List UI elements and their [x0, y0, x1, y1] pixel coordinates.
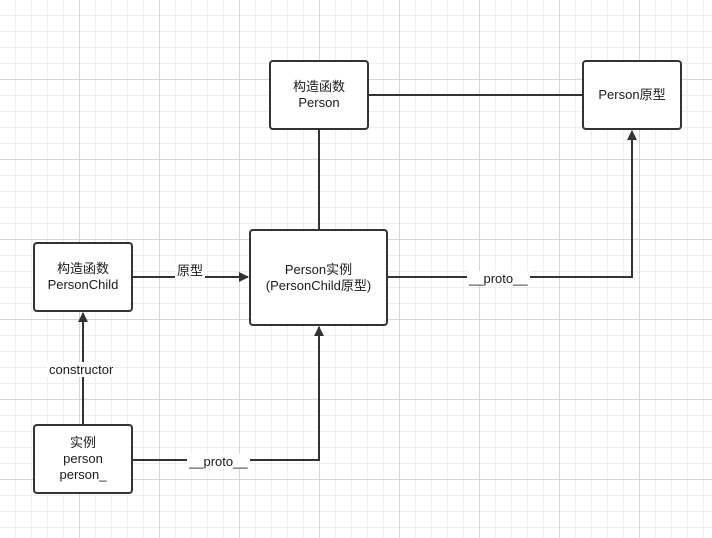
- node-instance-line3: person_: [59, 467, 107, 482]
- node-person-instance-line1: Person实例: [284, 261, 353, 277]
- node-constructor-person-line1: 构造函数: [292, 79, 345, 94]
- node-person-prototype-line1: Person原型: [598, 87, 666, 102]
- edge-label-proto-upper: __proto__: [467, 271, 530, 286]
- node-person-instance[interactable]: Person实例 (PersonChild原型): [249, 229, 388, 326]
- node-person-prototype[interactable]: Person原型: [582, 60, 682, 130]
- node-constructor-personchild-line1: 构造函数: [56, 261, 109, 276]
- edge-label-proto-lower: __proto__: [187, 454, 250, 469]
- node-constructor-personchild[interactable]: 构造函数 PersonChild: [33, 242, 133, 312]
- node-instance-line1: 实例: [69, 435, 96, 450]
- edge-person-to-instance: [133, 326, 324, 461]
- node-instance-line2: person: [63, 451, 103, 466]
- edge-instance-to-prototype: [388, 130, 637, 278]
- node-instance[interactable]: 实例 person person_: [33, 424, 133, 494]
- edge-label-constructor: constructor: [47, 362, 116, 377]
- edge-label-prototype: 原型: [175, 263, 206, 278]
- node-person-instance-line2: (PersonChild原型): [265, 277, 372, 293]
- node-constructor-personchild-line2: PersonChild: [47, 277, 119, 292]
- node-constructor-person-line2: Person: [298, 95, 340, 110]
- node-constructor-person[interactable]: 构造函数 Person: [269, 60, 369, 130]
